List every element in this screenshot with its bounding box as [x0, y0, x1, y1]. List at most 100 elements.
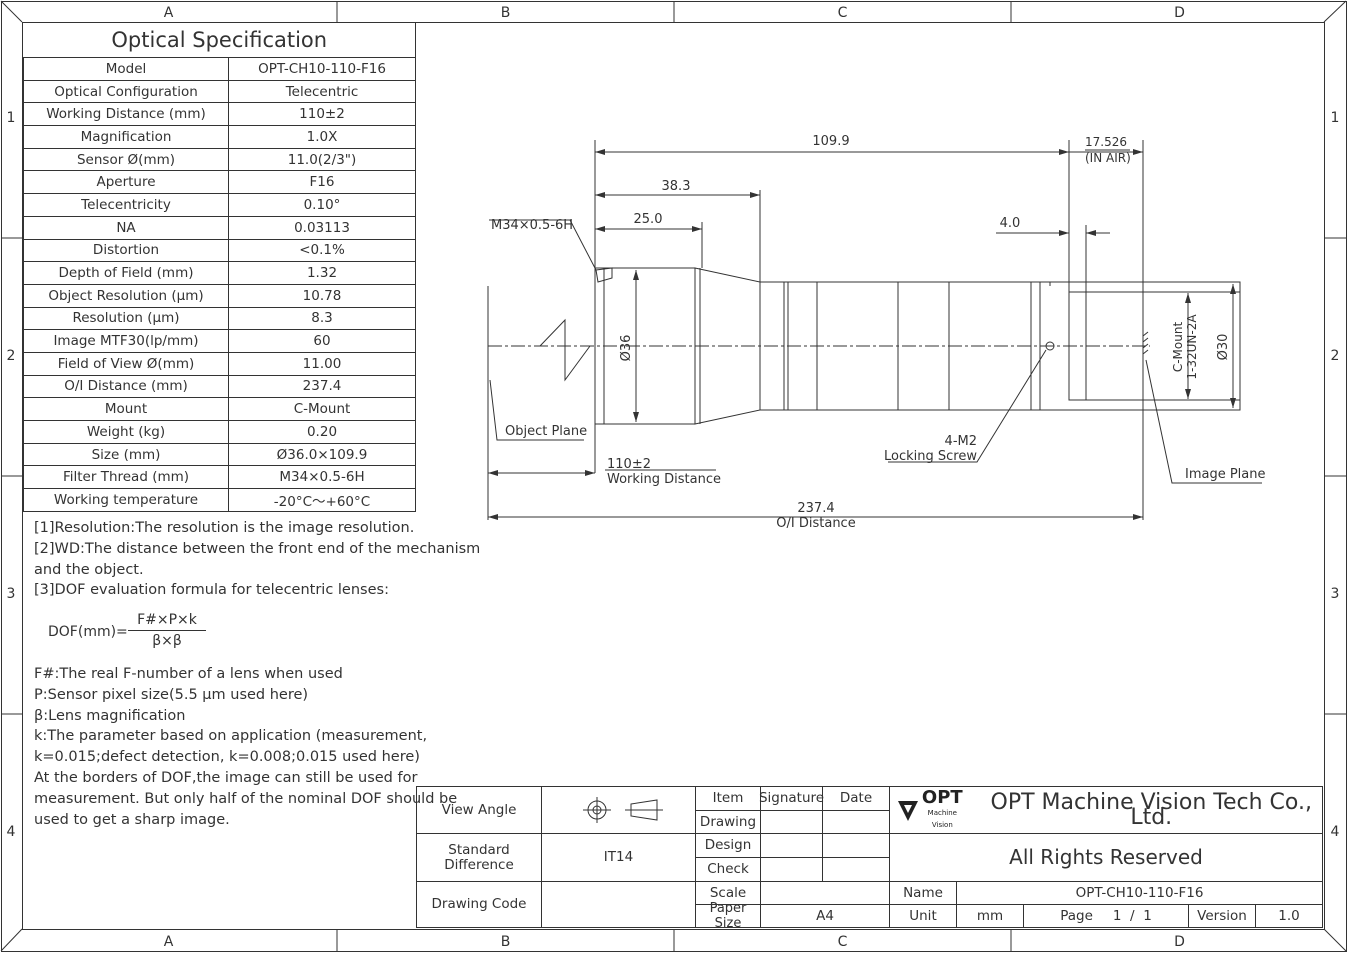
zone-col-d-top: D: [1174, 5, 1185, 21]
screw-count: 4-M2: [945, 434, 977, 449]
spec-value: 8.3: [228, 306, 416, 331]
spec-row: Depth of Field (mm)1.32: [23, 261, 416, 285]
name-value: OPT-CH10-110-F16: [956, 881, 1323, 905]
page-label: Page: [1060, 907, 1093, 924]
wd-label: Working Distance: [607, 472, 721, 487]
paper-size-label: Paper Size: [695, 901, 761, 931]
drawing-code-value: [541, 881, 696, 928]
spec-value: Telecentric: [228, 79, 416, 104]
object-plane-leader: [489, 379, 584, 441]
dim-25: 25.0: [634, 212, 663, 227]
zone-col-d-bottom: D: [1174, 934, 1185, 950]
notes: [1]Resolution:The resolution is the imag…: [34, 518, 481, 601]
spec-row: Object Resolution (μm)10.78: [23, 283, 416, 308]
rights-text: All Rights Reserved: [889, 833, 1323, 882]
version-value: 1.0: [1255, 904, 1323, 928]
definition-line: k=0.015;defect detection, k=0.008;0.015 …: [34, 749, 420, 766]
note-line: and the object.: [34, 561, 144, 578]
design-label: Design: [695, 833, 761, 858]
dim-total: 109.9: [812, 134, 849, 149]
paper-size-value: A4: [760, 904, 890, 928]
definition-line: At the borders of DOF,the image can stil…: [34, 769, 418, 786]
opt-logo: OPT Machine Vision: [896, 789, 966, 831]
mount-label: C-Mount: [1171, 322, 1185, 373]
object-plane-label: Object Plane: [505, 424, 587, 439]
spec-row: Distortion<0.1%: [23, 238, 416, 263]
screw-label: Locking Screw: [884, 449, 977, 464]
item-label: Item: [695, 786, 761, 811]
dia36-label: Ø36: [619, 335, 634, 362]
page-value: 1 / 1: [1112, 907, 1152, 924]
signature-label: Signature: [759, 786, 824, 811]
zone-row-4-right: 4: [1330, 824, 1340, 840]
projection-symbol-cell: [541, 786, 696, 834]
drawing-signature: [760, 810, 823, 834]
spec-row: Working Distance (mm)110±2: [23, 102, 416, 127]
logo-subtext: Machine Vision: [927, 809, 957, 829]
definition-line: k:The parameter based on application (me…: [34, 728, 428, 745]
spec-label: Sensor Ø(mm): [23, 147, 229, 172]
spec-value: 110±2: [228, 102, 416, 127]
definition-line: measurement. But only half of the nomina…: [34, 790, 458, 807]
spec-row: Working temperature-20°C～+60°C: [23, 488, 416, 512]
definition-line: P:Sensor pixel size(5.5 μm used here): [34, 686, 309, 703]
company-cell: OPT Machine Vision OPT Machine Vision Te…: [889, 786, 1323, 834]
logo-mark-icon: [898, 801, 918, 821]
zone-row-1-right: 1: [1330, 110, 1340, 126]
name-label: Name: [889, 881, 957, 905]
definition-line: used to get a sharp image.: [34, 811, 230, 828]
it-value: IT14: [541, 833, 696, 882]
unit-label: Unit: [889, 904, 957, 928]
spec-row: Resolution (μm)8.3: [23, 306, 416, 331]
spec-row: O/I Distance (mm)237.4: [23, 374, 416, 399]
zone-col-a-top: A: [163, 5, 174, 21]
screw-leader: [888, 349, 1047, 463]
zone-row-2-right: 2: [1330, 348, 1340, 364]
zone-col-c-bottom: C: [837, 934, 848, 950]
drawing-date: [822, 810, 890, 834]
spec-label: Weight (kg): [23, 420, 229, 444]
break-symbol: [539, 318, 591, 382]
image-plane-leader: [1145, 359, 1262, 484]
company-name: OPT Machine Vision Tech Co., Ltd.: [990, 790, 1312, 830]
page-cell: Page 1 / 1: [1023, 904, 1189, 928]
check-signature: [760, 857, 823, 882]
definition-line: β:Lens magnification: [34, 707, 186, 724]
spec-value: Ø36.0×109.9: [228, 442, 416, 467]
formula-fraction: F#×P×k β×β: [128, 612, 206, 649]
note-line: [1]Resolution:The resolution is the imag…: [34, 520, 415, 536]
date-label: Date: [822, 786, 890, 811]
spec-label: Working Distance (mm): [23, 102, 229, 127]
note-line: [3]DOF evaluation formula for telecentri…: [34, 582, 389, 599]
zone-row-1-left: 1: [6, 110, 16, 126]
thread-leader: [489, 219, 597, 271]
dim-4: 4.0: [1000, 216, 1021, 231]
thread-label: M34×0.5-6H: [491, 218, 573, 233]
scale-value: [760, 881, 890, 905]
design-signature: [760, 833, 823, 858]
dia30-label: Ø30: [1216, 334, 1231, 361]
zone-row-3-right: 3: [1330, 586, 1340, 602]
spec-row: Field of View Ø(mm)11.00: [23, 351, 416, 376]
thread-mark: [595, 267, 613, 283]
drawing-code-label: Drawing Code: [416, 881, 542, 928]
unit-value: mm: [956, 904, 1024, 928]
dim-air: 17.526: [1085, 135, 1127, 149]
check-date: [822, 857, 890, 882]
zone-col-b-top: B: [500, 5, 511, 21]
projection-symbol-icon: [582, 797, 663, 823]
spec-value: 11.0(2/3"): [228, 147, 416, 172]
zone-row-4-left: 4: [6, 824, 16, 840]
note-line: [2]WD:The distance between the front end…: [34, 540, 481, 557]
spec-value: -20°C～+60°C: [228, 488, 416, 512]
oi-value: 237.4: [797, 501, 834, 516]
design-date: [822, 833, 890, 858]
oi-label: O/I Distance: [776, 516, 855, 531]
spec-label: Depth of Field (mm): [23, 261, 229, 285]
